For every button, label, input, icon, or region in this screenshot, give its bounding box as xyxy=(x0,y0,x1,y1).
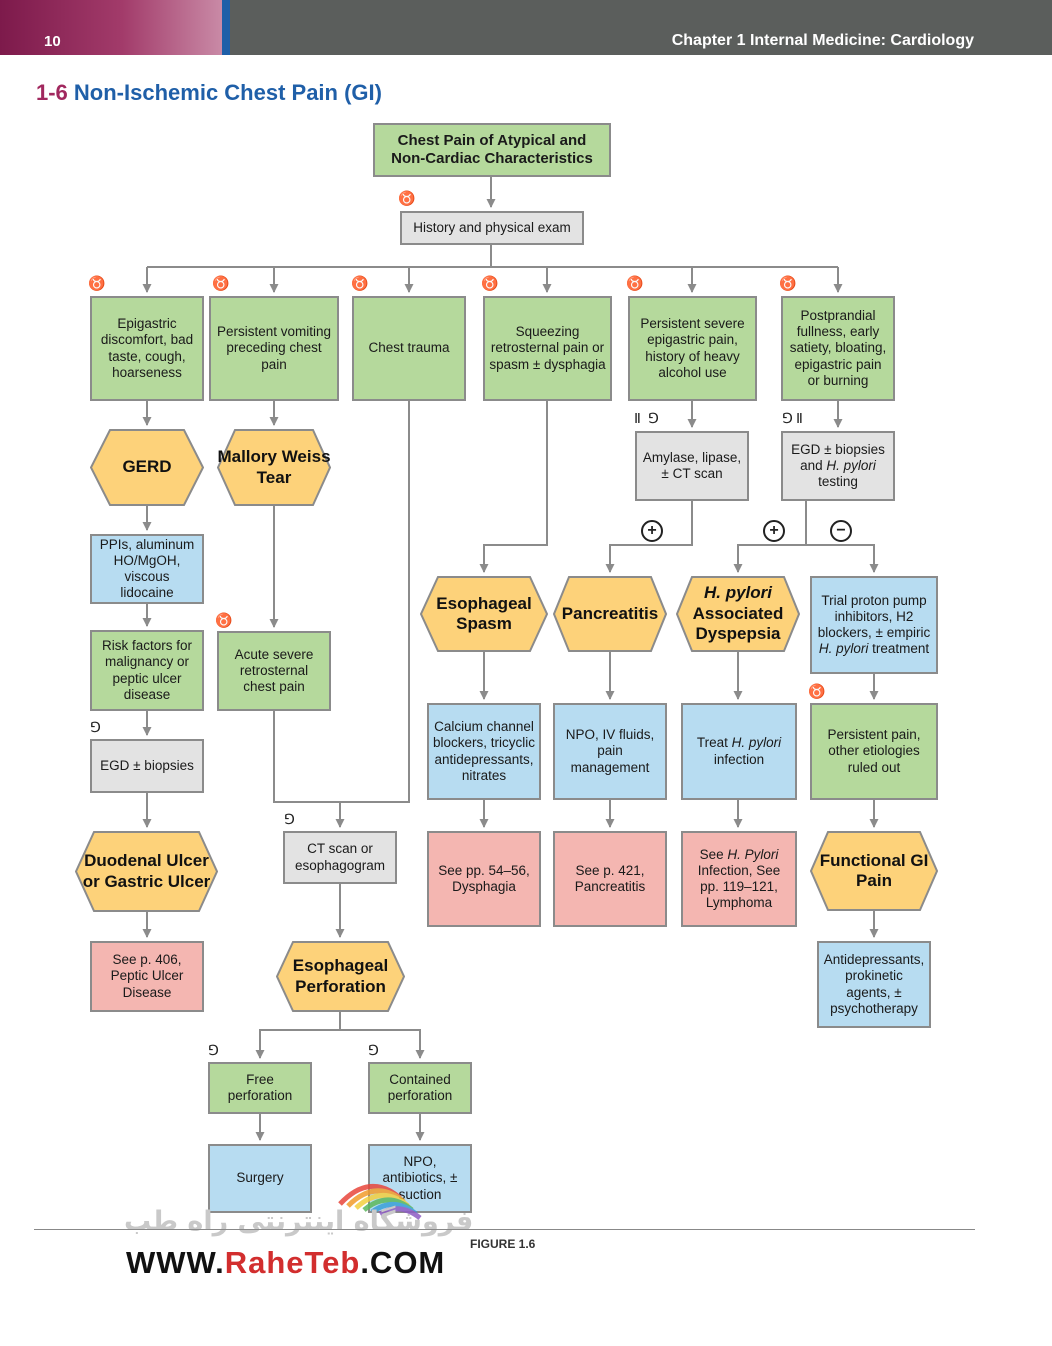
finding-severe-epigastric-box: Persistent severe epigastric pain, histo… xyxy=(628,296,757,401)
see-hpylori-box: See H. Pylori Infection, See pp. 119–121… xyxy=(681,831,797,927)
test-tube-icon: Ⅱ xyxy=(796,410,803,426)
figure-label: FIGURE 1.6 xyxy=(470,1237,536,1251)
surgery-box: Surgery xyxy=(208,1144,312,1213)
header-accent-stripe xyxy=(222,0,230,55)
contained-perforation-box: Contained perforation xyxy=(368,1062,472,1114)
see-peptic-box: See p. 406, Peptic Ulcer Disease xyxy=(90,941,204,1012)
pancreatitis-label: Pancreatitis xyxy=(561,603,659,623)
npo-fluids-box: NPO, IV fluids, pain management xyxy=(553,703,667,800)
esophageal-perforation-label: Esophageal Perforation xyxy=(292,956,389,996)
treat-hpylori-box: Treat H. pylori infection xyxy=(681,703,797,800)
mallory-weiss-diagnosis: Mallory Weiss Tear xyxy=(217,429,331,506)
acute-pain-box: Acute severe retrosternal chest pain xyxy=(217,631,331,711)
egd-biopsies-box: EGD ± biopsies xyxy=(90,739,204,793)
finding-trauma-box: Chest trauma xyxy=(352,296,466,401)
endoscope-icon: ⅁ xyxy=(648,410,659,426)
stethoscope-icon: ♉ xyxy=(779,275,797,291)
finding-postprandial-box: Postprandial fullness, early satiety, bl… xyxy=(781,296,895,401)
history-exam-box: History and physical exam xyxy=(400,211,584,245)
esophageal-spasm-label: Esophageal Spasm xyxy=(436,593,532,633)
egd-hpylori-box: EGD ± biopsies and H. pylori testing xyxy=(781,431,895,501)
esophageal-spasm-diagnosis: Esophageal Spasm xyxy=(420,576,548,652)
see-hpylori-text: See H. Pylori Infection, See pp. 119–121… xyxy=(697,846,781,911)
free-perforation-box: Free perforation xyxy=(208,1062,312,1114)
see-dysphagia-box: See pp. 54–56, Dysphagia xyxy=(427,831,541,927)
endoscope-icon: ⅁ xyxy=(368,1042,379,1058)
watermark-logo-icon xyxy=(338,1183,422,1221)
watermark-url: WWW.RaheTeb.COM xyxy=(126,1245,446,1280)
mallory-label: Mallory Weiss Tear xyxy=(217,447,331,487)
trial-ppi-box: Trial proton pump inhibitors, H2 blocker… xyxy=(810,576,938,674)
stethoscope-icon: ♉ xyxy=(481,275,499,291)
section-number: 1-6 xyxy=(36,80,68,105)
gerd-diagnosis: GERD xyxy=(90,429,204,506)
functional-gi-label: Functional GI Pain xyxy=(819,850,929,890)
negative-sign-trial: − xyxy=(830,520,852,542)
duodenal-ulcer-label: Duodenal Ulcer or Gastric Ulcer xyxy=(82,851,211,891)
test-tube-icon: Ⅱ xyxy=(634,410,641,426)
gerd-label: GERD xyxy=(122,457,172,477)
stethoscope-icon: ♉ xyxy=(88,275,106,291)
section-name: Non-Ischemic Chest Pain (GI) xyxy=(73,80,382,105)
calcium-blockers-box: Calcium channel blockers, tricyclic anti… xyxy=(427,703,541,800)
finding-squeezing-box: Squeezing retrosternal pain or spasm ± d… xyxy=(483,296,612,401)
amylase-box: Amylase, lipase, ± CT scan xyxy=(635,431,749,501)
functional-gi-diagnosis: Functional GI Pain xyxy=(810,831,938,911)
pancreatitis-diagnosis: Pancreatitis xyxy=(553,576,667,652)
stethoscope-icon: ♉ xyxy=(212,275,230,291)
footer-divider xyxy=(34,1229,975,1230)
duodenal-ulcer-diagnosis: Duodenal Ulcer or Gastric Ulcer xyxy=(75,831,218,912)
antidepressants-box: Antidepressants, prokinetic agents, ± ps… xyxy=(817,941,931,1028)
header-accent-band xyxy=(0,0,222,55)
start-box: Chest Pain of Atypical and Non-Cardiac C… xyxy=(373,123,611,177)
finding-epigastric-box: Epigastric discomfort, bad taste, cough,… xyxy=(90,296,204,401)
endoscope-icon: ⅁ xyxy=(208,1042,219,1058)
stethoscope-icon: ♉ xyxy=(626,275,644,291)
see-pancreatitis-box: See p. 421, Pancreatitis xyxy=(553,831,667,927)
stethoscope-icon: ♉ xyxy=(398,190,416,206)
endoscope-icon: ⅁ xyxy=(90,719,101,735)
esophageal-perforation-diagnosis: Esophageal Perforation xyxy=(276,941,405,1012)
endoscope-icon: ⅁ xyxy=(284,811,295,827)
finding-vomiting-box: Persistent vomiting preceding chest pain xyxy=(209,296,339,401)
stethoscope-icon: ♉ xyxy=(351,275,369,291)
stethoscope-icon: ♉ xyxy=(808,683,826,699)
treat-hpylori-text: Treat H. pylori infection xyxy=(696,735,782,767)
page-header: 10 Chapter 1 Internal Medicine: Cardiolo… xyxy=(0,0,1052,55)
risk-factors-box: Risk factors for malignancy or peptic ul… xyxy=(90,630,204,711)
endoscope-icon: ⅁ xyxy=(782,410,793,426)
section-title: 1-6 Non-Ischemic Chest Pain (GI) xyxy=(36,80,382,106)
trial-ppi-text: Trial proton pump inhibitors, H2 blocker… xyxy=(817,592,931,657)
persistent-pain-box: Persistent pain, other etiologies ruled … xyxy=(810,703,938,800)
positive-sign-pancreatitis: + xyxy=(641,520,663,542)
page-number: 10 xyxy=(44,33,61,50)
stethoscope-icon: ♉ xyxy=(215,612,233,628)
egd-hpylori-text: EGD ± biopsies and H. pylori testing xyxy=(791,441,885,490)
ct-scan-box: CT scan or esophagogram xyxy=(283,831,397,884)
ppis-treatment-box: PPIs, aluminum HO/MgOH, viscous lidocain… xyxy=(90,534,204,604)
chapter-title: Chapter 1 Internal Medicine: Cardiology xyxy=(671,32,974,49)
positive-sign-hpylori: + xyxy=(763,520,785,542)
watermark-store-name: فروشگاه اینترنتی راه طب xyxy=(124,1206,474,1237)
